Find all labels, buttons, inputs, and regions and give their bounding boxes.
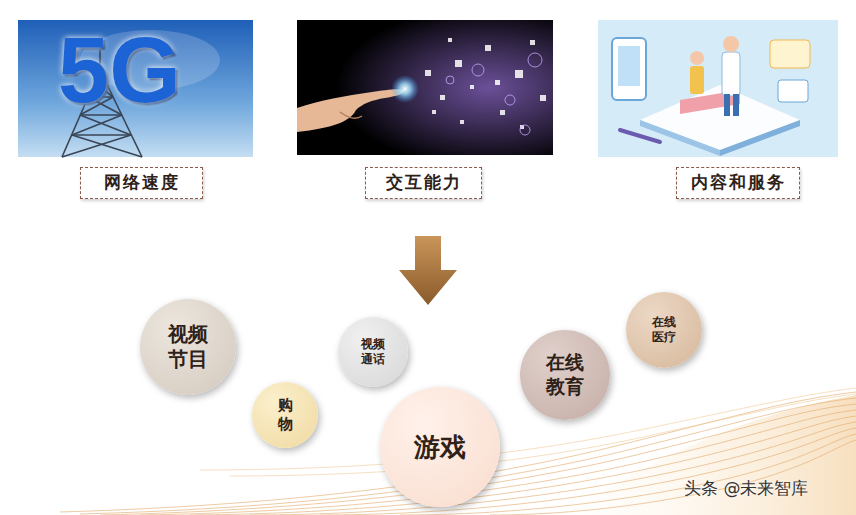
wave-decoration	[60, 388, 856, 515]
feature-tag: 交互能力	[365, 167, 482, 199]
tower-picture	[18, 20, 253, 157]
text-column: 游戏	[414, 431, 466, 464]
text-column: 在线 医疗	[651, 315, 676, 345]
logo-text: 5G	[58, 20, 181, 121]
node-text: 网络速度	[104, 172, 180, 193]
text-column: 视频 通话	[360, 337, 385, 367]
node-text: 视频 节目	[167, 322, 209, 372]
text-column: 网络速度	[104, 172, 180, 193]
text-column: 交互能力	[386, 172, 462, 193]
scene-circle: 购 物	[252, 382, 318, 448]
feature-tag: 内容和服务	[676, 167, 800, 199]
text-column: 内容和服务	[691, 172, 786, 193]
text-column: 购 物	[277, 396, 294, 434]
node-text: 在线 医疗	[651, 315, 676, 345]
node-text: 在线 教育	[545, 351, 585, 399]
node-text: 交互能力	[386, 172, 462, 193]
watermark: 头条 @未来智库	[684, 479, 808, 498]
node-text: 视频 通话	[360, 337, 385, 367]
scene-circle: 在线 教育	[520, 330, 610, 420]
medical-picture	[598, 20, 838, 157]
scene-circle: 在线 医疗	[626, 292, 702, 368]
scene-circle: 视频 通话	[338, 317, 408, 387]
scene-circle: 游戏	[380, 387, 500, 507]
scene-circle: 视频 节目	[140, 299, 236, 395]
feature-tag: 网络速度	[80, 167, 203, 199]
down-arrow	[399, 236, 457, 305]
node-text: 内容和服务	[691, 172, 786, 193]
text-column: 在线 教育	[545, 351, 585, 399]
node-text: 购 物	[277, 396, 294, 434]
touch-picture	[297, 20, 553, 155]
node-text: 游戏	[414, 431, 466, 464]
text-column: 视频 节目	[167, 322, 209, 372]
